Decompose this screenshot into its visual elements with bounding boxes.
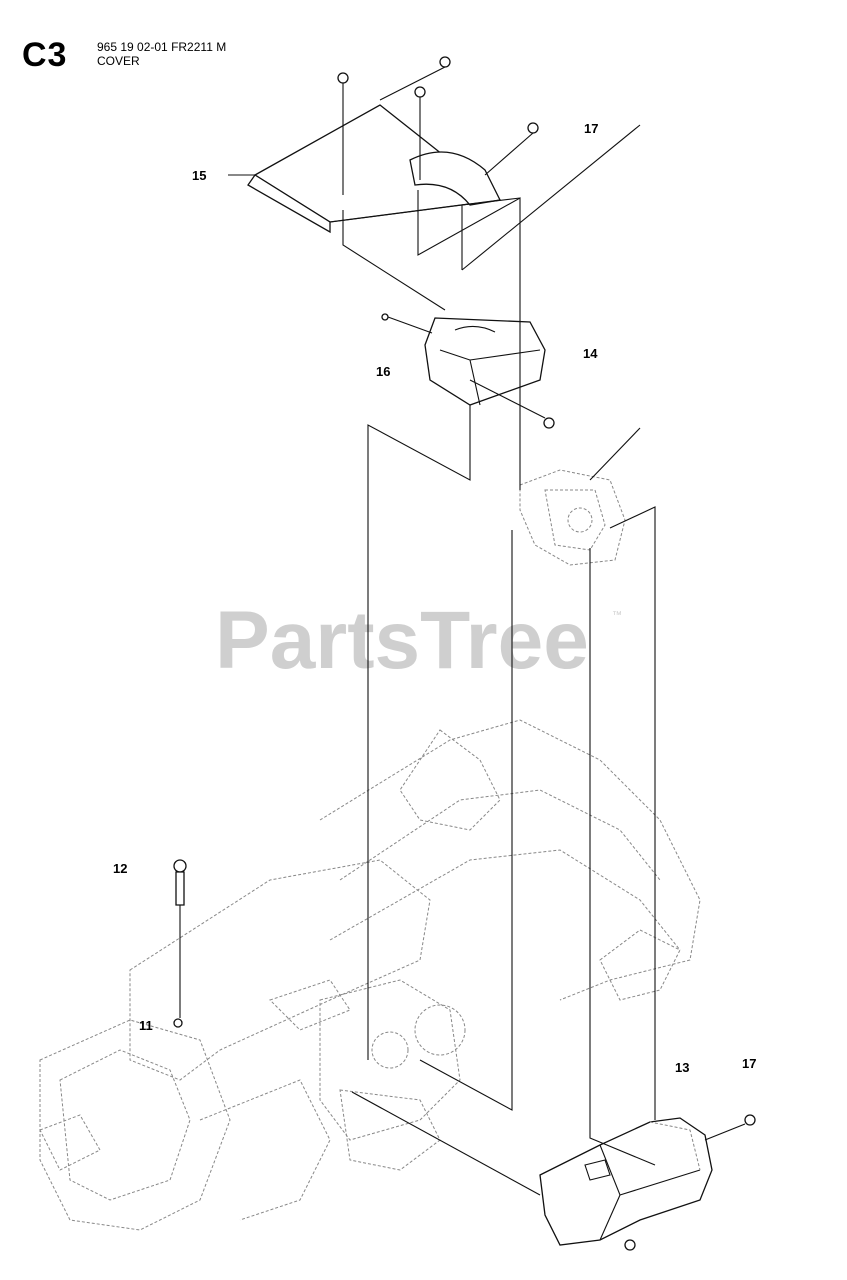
washer-17-bottom bbox=[744, 1114, 756, 1126]
screw-top-left bbox=[337, 72, 349, 84]
part-number-model: 965 19 02-01 FR2211 M bbox=[97, 40, 227, 54]
callout-11[interactable]: 11 bbox=[139, 1018, 153, 1033]
callout-17-top[interactable]: 17 bbox=[584, 121, 598, 136]
callout-12[interactable]: 12 bbox=[113, 861, 127, 876]
callout-16[interactable]: 16 bbox=[376, 364, 390, 379]
header-meta: 965 19 02-01 FR2211 M COVER bbox=[97, 40, 226, 68]
part-13-lower-cover[interactable] bbox=[539, 1117, 713, 1246]
assembly-name: COVER bbox=[97, 54, 140, 68]
callout-17-bottom[interactable]: 17 bbox=[742, 1056, 756, 1071]
watermark-text: PartsTree bbox=[215, 595, 589, 686]
screw-top-right bbox=[439, 56, 451, 68]
section-code: C3 bbox=[22, 36, 68, 74]
callout-14[interactable]: 14 bbox=[583, 346, 598, 361]
part-14-upper-cover[interactable] bbox=[424, 317, 546, 406]
callout-13[interactable]: 13 bbox=[675, 1060, 689, 1075]
assembly-lines bbox=[179, 66, 746, 1196]
washer-17-top bbox=[527, 122, 539, 134]
screw-13-bottom bbox=[624, 1239, 636, 1251]
screw-16 bbox=[381, 313, 389, 321]
watermark-trademark: ™ bbox=[612, 610, 622, 621]
part-12-pin[interactable] bbox=[173, 859, 187, 906]
fasteners bbox=[173, 56, 756, 1251]
bearing-housing-ghost bbox=[519, 469, 626, 566]
machine-frame-ghost bbox=[39, 719, 701, 1231]
screw-14-lower bbox=[543, 417, 555, 429]
callout-15[interactable]: 15 bbox=[192, 168, 206, 183]
nut-11 bbox=[173, 1018, 183, 1028]
screw-top-middle bbox=[414, 86, 426, 98]
